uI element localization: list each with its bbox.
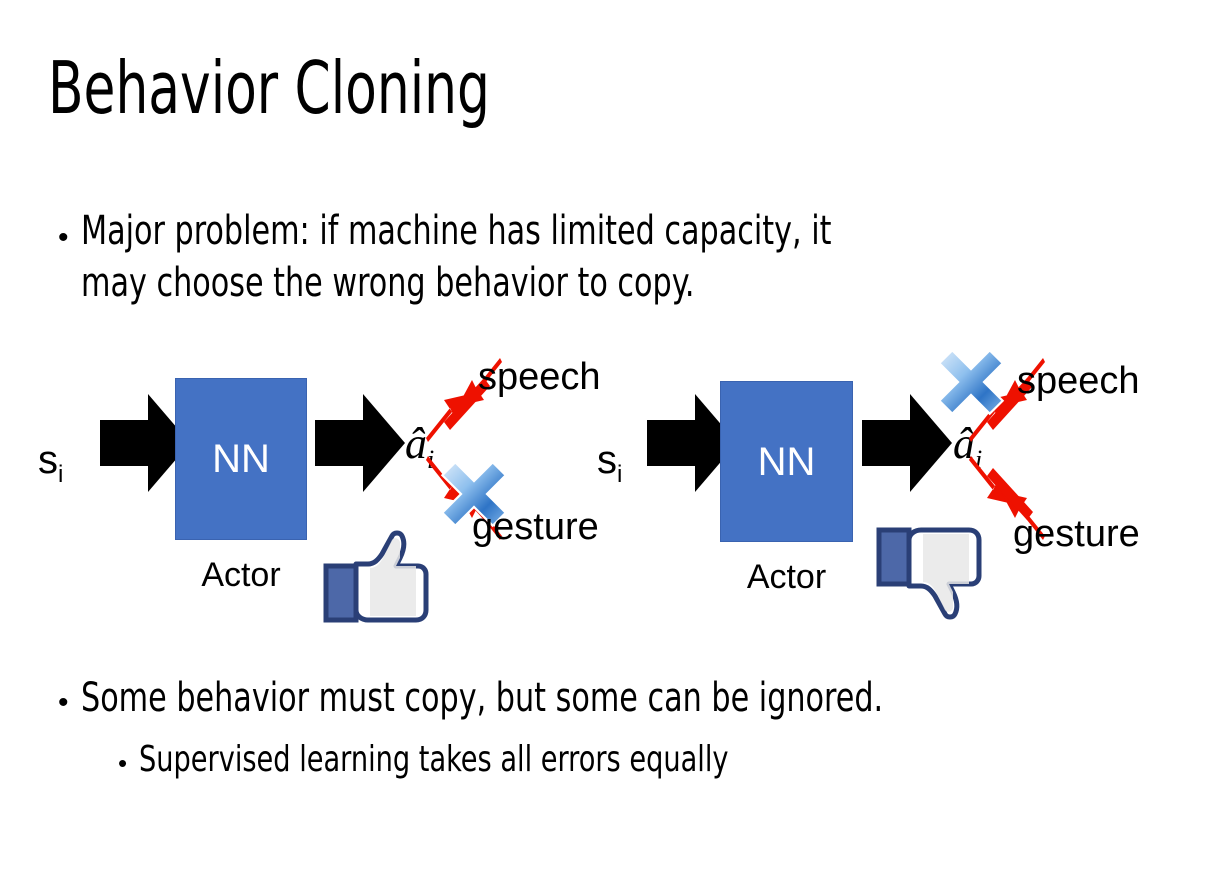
- action-symbol: â: [405, 419, 427, 468]
- nn-box-left: NN: [175, 378, 307, 540]
- thumbs-up-icon: [323, 530, 429, 623]
- output-arrow-icon: [862, 394, 952, 492]
- input-arrow-icon: [100, 394, 190, 492]
- bullet-item-problem: • Major problem: if machine has limited …: [58, 205, 1178, 309]
- bullet-text: Some behavior must copy, but some can be…: [80, 675, 883, 721]
- diagram-wrong-copy: si NN Actor âi: [585, 340, 1185, 640]
- state-label-right: si: [597, 438, 622, 487]
- branch-arrow-gesture-right: [969, 456, 1045, 540]
- thumbs-down-icon: [876, 527, 982, 620]
- nn-box-right: NN: [720, 381, 853, 542]
- bullet-dot-icon: •: [118, 748, 128, 778]
- branch-label-gesture-left: gesture: [472, 506, 599, 548]
- state-subscript: i: [58, 461, 64, 488]
- branch-label-gesture-right: gesture: [1013, 513, 1140, 555]
- bullet-item-supervised-learning: • Supervised learning takes all errors e…: [118, 736, 1208, 784]
- branch-arrow-speech-left: [426, 358, 502, 442]
- cross-out-icon-gesture-left: [440, 460, 508, 528]
- branch-label-speech-left: speech: [478, 356, 601, 398]
- cross-out-icon-speech-right: [937, 348, 1005, 416]
- action-subscript: i: [975, 444, 983, 474]
- action-symbol: â: [953, 419, 975, 468]
- state-symbol: s: [597, 438, 617, 482]
- nn-box-label: NN: [212, 437, 270, 481]
- state-symbol: s: [38, 438, 58, 482]
- bullet-dot-icon: •: [58, 221, 69, 254]
- action-label-right: âi: [953, 419, 982, 473]
- branch-arrow-speech-right: [969, 358, 1045, 442]
- bullet-dot-icon: •: [58, 686, 69, 719]
- branch-label-speech-right: speech: [1017, 360, 1140, 402]
- diagram-correct-copy: si NN Actor â i: [10, 340, 610, 640]
- state-subscript: i: [617, 461, 623, 488]
- nn-box-label: NN: [757, 439, 816, 484]
- state-label-left: si: [38, 438, 63, 487]
- output-arrow-icon: [315, 394, 405, 492]
- page-title: Behavior Cloning: [48, 46, 490, 130]
- actor-caption-left: Actor: [201, 556, 281, 594]
- input-arrow-icon: [647, 394, 737, 492]
- actor-caption-right: Actor: [746, 558, 827, 596]
- bullet-item-some-behavior: • Some behavior must copy, but some can …: [58, 672, 1198, 724]
- bullet-text: Major problem: if machine has limited ca…: [80, 208, 831, 306]
- bullet-text: Supervised learning takes all errors equ…: [139, 739, 729, 780]
